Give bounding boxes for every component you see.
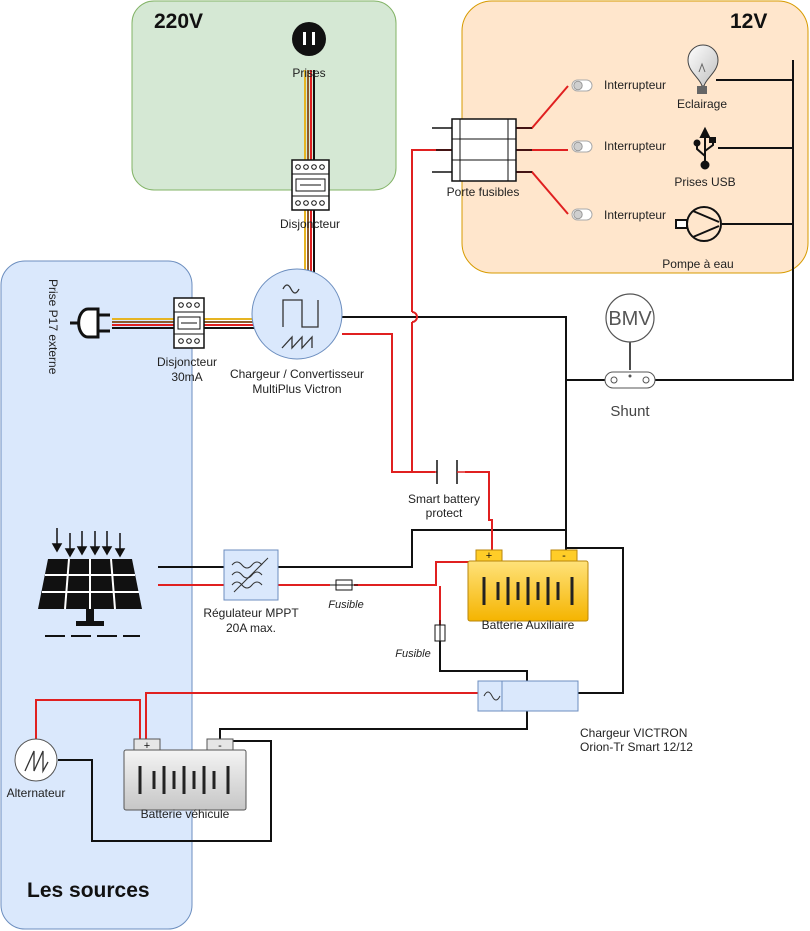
multiplus-label-1: Chargeur / Convertisseur bbox=[230, 367, 364, 381]
prise-p17-label: Prise P17 externe bbox=[46, 279, 60, 375]
eclairage-label: Eclairage bbox=[677, 97, 727, 111]
prises-label: Prises bbox=[292, 66, 325, 80]
switch-icon bbox=[571, 208, 593, 221]
sbp-label-2: protect bbox=[426, 506, 463, 520]
usb-icon bbox=[693, 126, 716, 170]
battery-vehicle-icon bbox=[123, 738, 247, 811]
multiplus-icon bbox=[251, 268, 343, 360]
battery-aux-plus: + bbox=[486, 550, 492, 562]
alternateur-label: Alternateur bbox=[7, 786, 66, 800]
battery-veh-minus: - bbox=[218, 740, 222, 752]
prises-usb-label: Prises USB bbox=[674, 175, 735, 189]
shunt-label: Shunt bbox=[610, 403, 650, 420]
multiplus-label-2: MultiPlus Victron bbox=[252, 382, 341, 396]
breaker-220v-icon bbox=[291, 159, 330, 211]
fusible-label-1: Fusible bbox=[328, 599, 363, 611]
interrupteur-label-1: Interrupteur bbox=[604, 78, 666, 92]
disj30-label-1: Disjoncteur bbox=[157, 355, 217, 369]
orion-label-2: Orion-Tr Smart 12/12 bbox=[580, 740, 693, 754]
porte-fusibles-label: Porte fusibles bbox=[447, 185, 520, 199]
bmv-label: BMV bbox=[608, 308, 652, 330]
alternator-icon bbox=[14, 738, 58, 782]
pompe-label: Pompe à eau bbox=[662, 257, 733, 271]
mppt-regulator-icon bbox=[223, 549, 279, 601]
battery-aux-icon bbox=[467, 549, 589, 622]
zone-220v-title: 220V bbox=[154, 10, 203, 33]
orion-label-1: Chargeur VICTRON bbox=[580, 726, 687, 740]
sbp-label-1: Smart battery bbox=[408, 492, 480, 506]
mppt-label-1: Régulateur MPPT bbox=[203, 606, 299, 620]
zone-220v: 220V bbox=[131, 0, 397, 191]
breaker-30ma-icon bbox=[173, 297, 205, 349]
black-wires-fuse bbox=[432, 127, 532, 173]
interrupteur-label-3: Interrupteur bbox=[604, 208, 666, 222]
shunt-icon bbox=[604, 371, 656, 389]
outlet-icon bbox=[292, 22, 326, 56]
zone-sources-title: Les sources bbox=[27, 879, 150, 902]
fuse-icon bbox=[434, 620, 446, 646]
disjoncteur-label: Disjoncteur bbox=[280, 217, 340, 231]
smart-battery-protect-icon bbox=[435, 460, 465, 484]
interrupteur-label-2: Interrupteur bbox=[604, 139, 666, 153]
mppt-label-2: 20A max. bbox=[226, 621, 276, 635]
disj30-label-2: 30mA bbox=[171, 370, 202, 384]
batt-aux-label: Batterie Auxiliaire bbox=[482, 618, 575, 632]
plug-p17-icon bbox=[70, 307, 110, 339]
batt-veh-label: Batterie véhicule bbox=[141, 807, 230, 821]
solar-panel-icon bbox=[38, 528, 142, 637]
switch-icon bbox=[571, 79, 593, 92]
fusible-label-2: Fusible bbox=[395, 648, 430, 660]
fuse-holder-icon bbox=[451, 118, 517, 182]
zone-12v-title: 12V bbox=[730, 10, 767, 33]
light-bulb-icon bbox=[687, 44, 719, 94]
battery-veh-plus: + bbox=[144, 740, 150, 752]
red-wires bbox=[35, 85, 569, 742]
battery-aux-minus: - bbox=[562, 550, 566, 562]
fuse-icon bbox=[330, 579, 358, 591]
switch-icon bbox=[571, 140, 593, 153]
orion-charger-icon bbox=[477, 680, 579, 712]
bmv-monitor-icon: BMV bbox=[605, 293, 655, 370]
pump-icon bbox=[675, 206, 722, 242]
ac-wires bbox=[112, 70, 315, 329]
zone-12v: 12V bbox=[461, 0, 809, 274]
